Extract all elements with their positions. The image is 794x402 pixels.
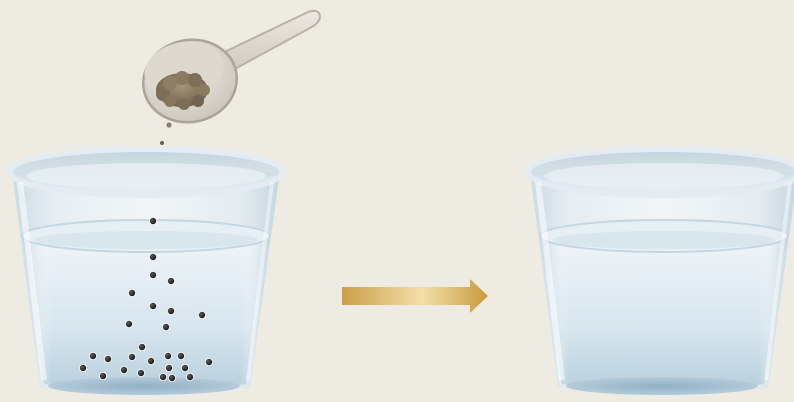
particle xyxy=(164,352,171,359)
particle xyxy=(162,323,169,330)
particle xyxy=(128,353,135,360)
particle xyxy=(205,358,212,365)
particle xyxy=(177,352,184,359)
particle xyxy=(165,364,172,371)
particle xyxy=(149,253,156,260)
particle xyxy=(167,307,174,314)
right-glass xyxy=(529,150,794,395)
particle xyxy=(128,289,135,296)
particle xyxy=(137,369,144,376)
right-arrow-icon xyxy=(342,279,488,313)
particle xyxy=(149,271,156,278)
particle xyxy=(181,364,188,371)
particle xyxy=(198,311,205,318)
measuring-spoon-icon xyxy=(136,11,320,145)
particle xyxy=(99,372,106,379)
particle xyxy=(79,364,86,371)
particle xyxy=(149,217,156,224)
particle xyxy=(149,302,156,309)
particle xyxy=(159,373,166,380)
particle xyxy=(125,320,132,327)
particle xyxy=(104,355,111,362)
particle xyxy=(186,373,193,380)
particle xyxy=(167,277,174,284)
particle xyxy=(120,366,127,373)
left-glass xyxy=(11,150,281,395)
particle xyxy=(138,343,145,350)
particle xyxy=(147,357,154,364)
particle xyxy=(89,352,96,359)
particle xyxy=(168,374,175,381)
